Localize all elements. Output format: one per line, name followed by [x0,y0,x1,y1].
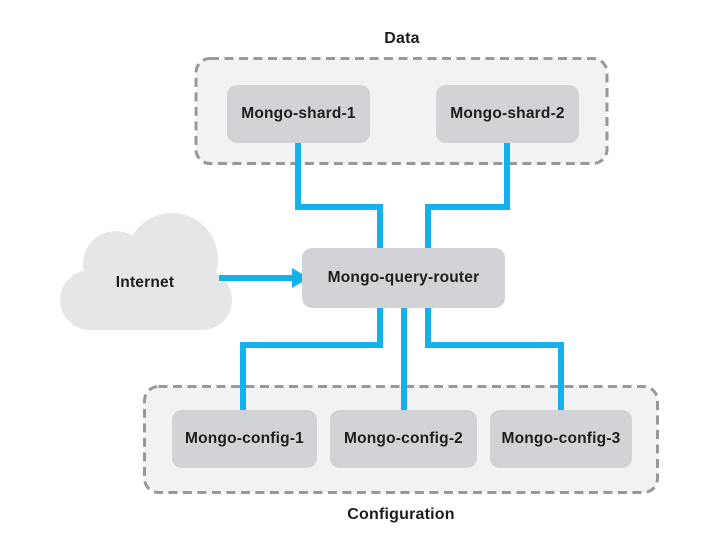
connector-router-config3 [425,304,564,414]
configuration-group-label: Configuration [347,506,455,523]
connector-shard1-router [295,140,383,252]
node-mongo-config-2-label: Mongo-config-2 [343,430,464,447]
cloud-icon [60,213,232,330]
node-mongo-config-3-label: Mongo-config-3 [501,430,621,447]
node-mongo-shard-1-label: Mongo-shard-1 [241,105,356,122]
internet-label: Internet [115,274,175,291]
node-mongo-config-1-label: Mongo-config-1 [184,430,305,447]
connector-router-config1 [240,304,383,414]
connectors [240,140,564,414]
node-mongo-config-3: Mongo-config-3 [490,410,632,468]
node-mongo-config-1: Mongo-config-1 [172,410,317,468]
node-mongo-shard-2-label: Mongo-shard-2 [450,105,565,122]
connector-shard2-router [425,140,510,252]
node-mongo-query-router-label: Mongo-query-router [327,269,480,286]
node-mongo-shard-2: Mongo-shard-2 [436,85,579,143]
node-mongo-query-router: Mongo-query-router [302,248,505,308]
internet-arrow-icon [219,268,309,288]
data-group-label: Data [384,30,420,47]
node-mongo-config-2: Mongo-config-2 [330,410,477,468]
node-mongo-shard-1: Mongo-shard-1 [227,85,370,143]
